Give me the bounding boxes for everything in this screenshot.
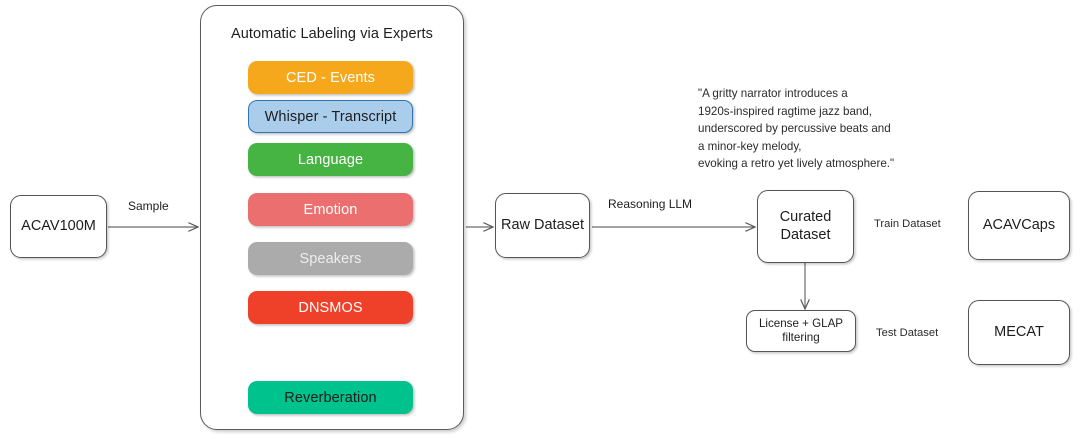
expert-pill-whisper-transcript[interactable]: Whisper - Transcript — [248, 100, 413, 133]
expert-pill-label: Emotion — [303, 201, 358, 218]
node-raw-dataset-label: Raw Dataset — [500, 216, 584, 233]
node-license-glap-filtering-label: License + GLAP filtering — [758, 316, 844, 344]
expert-pill-language[interactable]: Language — [248, 143, 413, 176]
expert-pill-ced-events[interactable]: CED - Events — [248, 61, 413, 94]
expert-pill-label: Whisper - Transcript — [264, 108, 397, 125]
expert-pill-label: Speakers — [299, 250, 362, 267]
expert-pill-label: CED - Events — [285, 69, 376, 86]
node-license-glap-filtering[interactable]: License + GLAP filtering — [746, 310, 856, 352]
node-acavcaps-label: ACAVCaps — [982, 216, 1056, 233]
edge-label-sample: Sample — [128, 199, 169, 213]
node-curated-dataset-label: Curated Dataset — [779, 208, 832, 243]
expert-pill-speakers[interactable]: Speakers — [248, 242, 413, 275]
edge-label-test-dataset: Test Dataset — [876, 327, 939, 339]
expert-pill-reverberation[interactable]: Reverberation — [248, 381, 413, 414]
expert-pill-label: Reverberation — [284, 389, 377, 406]
node-acavcaps[interactable]: ACAVCaps — [968, 191, 1070, 260]
expert-pill-dnsmos[interactable]: DNSMOS — [248, 291, 413, 324]
expert-pill-label: Language — [297, 151, 364, 168]
node-raw-dataset[interactable]: Raw Dataset — [495, 193, 590, 258]
node-mecat-label: MECAT — [994, 323, 1044, 340]
expert-pill-emotion[interactable]: Emotion — [248, 193, 413, 226]
edge-label-reasoning-llm: Reasoning LLM — [608, 197, 693, 211]
node-curated-dataset[interactable]: Curated Dataset — [757, 190, 854, 263]
edge-label-train-dataset: Train Dataset — [874, 218, 941, 230]
caption-quote: "A gritty narrator introduces a 1920s-in… — [698, 87, 895, 171]
node-mecat[interactable]: MECAT — [968, 300, 1070, 365]
node-acav100m[interactable]: ACAV100M — [10, 195, 107, 258]
node-acav100m-label: ACAV100M — [21, 217, 96, 234]
expert-box-title: Automatic Labeling via Experts — [230, 26, 434, 42]
expert-pill-label: DNSMOS — [298, 299, 363, 316]
